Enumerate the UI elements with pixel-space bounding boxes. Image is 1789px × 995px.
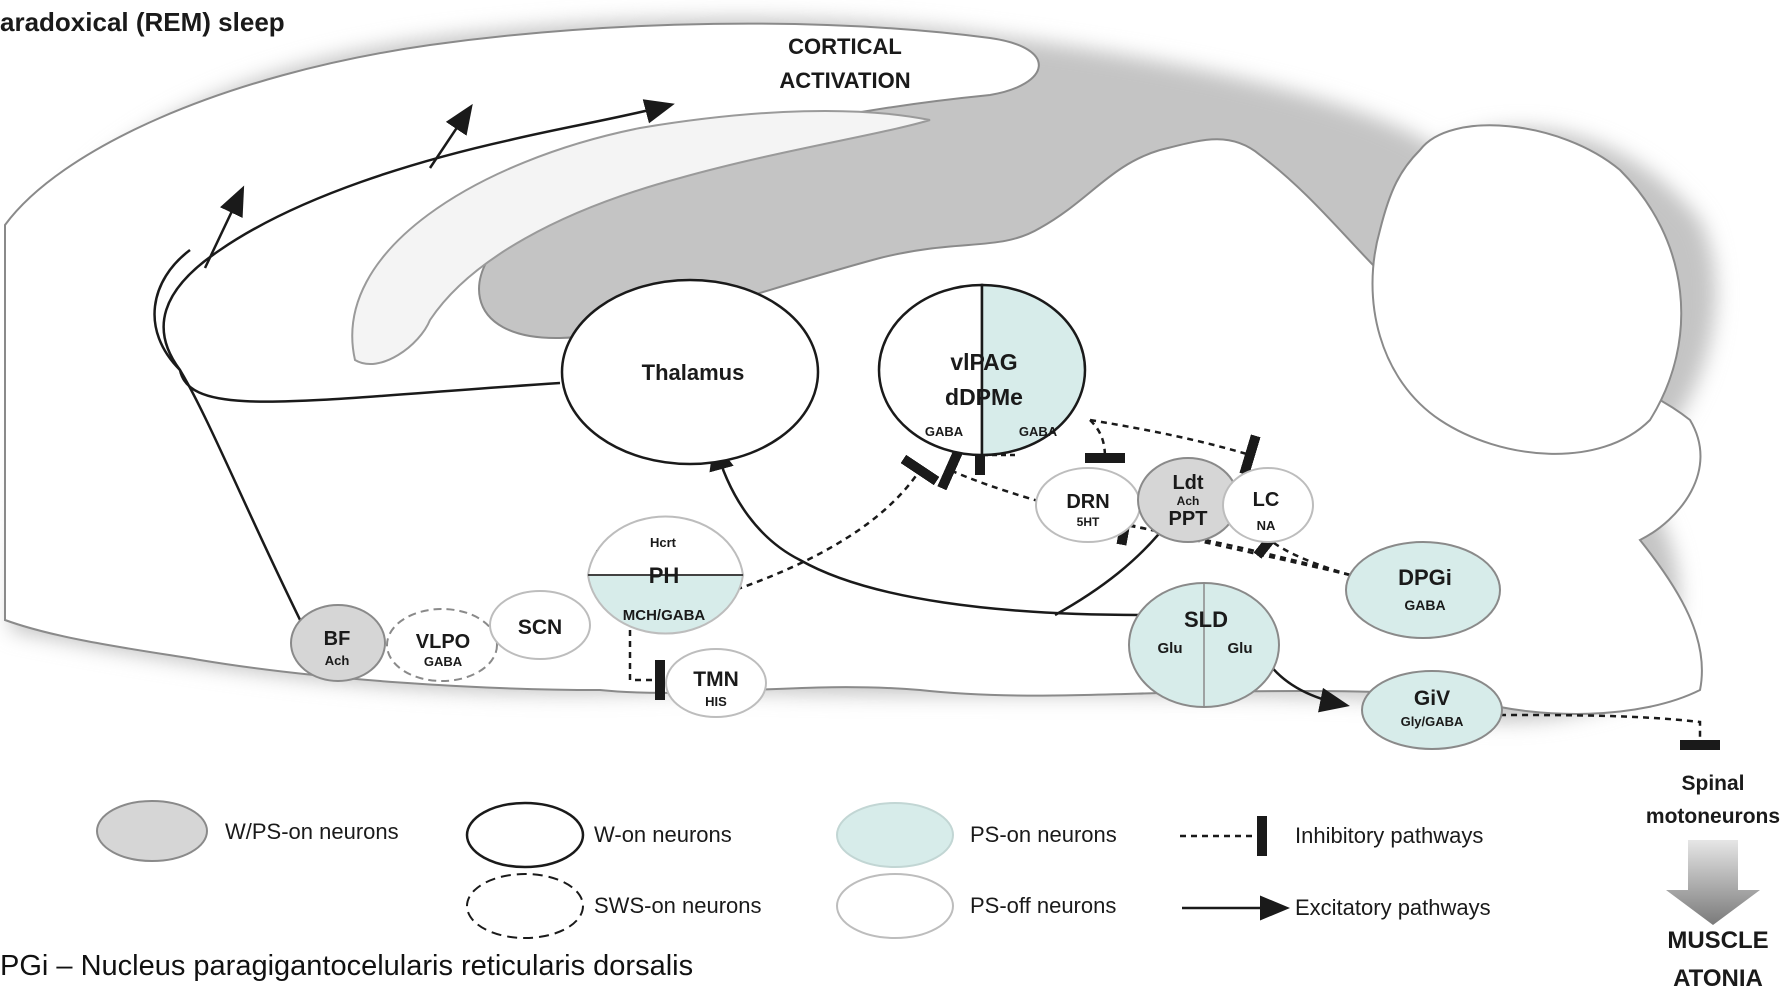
drn-label: DRN [1066,491,1109,513]
ddpme-label: dDPMe [945,384,1023,410]
dpgi-label: DPGi [1398,565,1452,590]
thalamus-label: Thalamus [642,360,745,385]
vlpo-nucleus: VLPO GABA [387,609,497,681]
giv-glygaba-label: Gly/GABA [1401,714,1464,729]
giv-nucleus: GiV Gly/GABA [1362,671,1502,749]
bf-ach-label: Ach [325,653,350,668]
ph-nucleus: Hcrt PH MCH/GABA [588,516,743,633]
cortical-label: CORTICAL [788,34,902,59]
legend-inhibitory-label: Inhibitory pathways [1295,823,1483,848]
legend-psoff-label: PS-off neurons [970,893,1116,918]
ph-label: PH [649,563,680,588]
sld-glu-right: Glu [1228,640,1253,657]
legend-psoff-swatch [837,874,953,938]
ph-mch-label: MCH/GABA [623,607,706,624]
ppt-label: PPT [1169,508,1208,530]
legend-pson-swatch [837,803,953,867]
vlpo-label: VLPO [416,631,470,653]
vlpag-gaba-left: GABA [925,424,964,439]
legend-wps-label: W/PS-on neurons [225,819,399,844]
motoneurons-label: motoneurons [1646,805,1780,828]
legend: W/PS-on neurons W-on neurons SWS-on neur… [97,801,1491,938]
drn-nucleus: DRN 5HT [1036,468,1140,542]
bf-nucleus: BF Ach [291,605,385,681]
sld-label: SLD [1184,607,1228,632]
muscle-label: MUSCLE [1667,927,1768,954]
legend-swson-label: SWS-on neurons [594,893,762,918]
legend-won-swatch [467,803,583,867]
ph-hcrt-label: Hcrt [650,535,677,550]
activation-label: ACTIVATION [779,68,910,93]
sld-nucleus: SLD Glu Glu [1129,583,1279,707]
legend-wps-swatch [97,801,207,861]
tmn-nucleus: TMN HIS [666,649,766,717]
lc-na-label: NA [1257,518,1276,533]
scn-nucleus: SCN [490,591,590,659]
dpgi-gaba-label: GABA [1404,597,1445,613]
ldt-label: Ldt [1172,472,1203,494]
vlpag-nucleus: vlPAG dDPMe GABA GABA [879,285,1085,455]
lc-nucleus: LC NA [1223,468,1313,542]
bf-label: BF [324,628,351,650]
tmn-his-label: HIS [705,694,727,709]
lc-label: LC [1253,489,1280,511]
vlpag-gaba-right: GABA [1019,424,1058,439]
scn-label: SCN [518,616,562,639]
dpgi-nucleus: DPGi GABA [1346,542,1500,638]
sld-glu-left: Glu [1158,640,1183,657]
footnote: PGi – Nucleus paragigantocelularis retic… [0,950,693,983]
spinal-label: Spinal [1681,772,1744,795]
atonia-label: ATONIA [1673,965,1763,992]
vlpo-gaba-label: GABA [424,654,463,669]
legend-excitatory-label: Excitatory pathways [1295,895,1491,920]
ldt-ach-label: Ach [1177,494,1200,508]
legend-pson-label: PS-on neurons [970,822,1117,847]
diagram-title: aradoxical (REM) sleep [0,7,285,37]
tmn-label: TMN [693,668,739,691]
legend-swson-swatch [467,874,583,938]
giv-label: GiV [1414,687,1450,710]
thalamus: Thalamus [562,280,818,464]
down-arrow-icon [1666,840,1760,925]
drn-5ht-label: 5HT [1077,515,1100,529]
vlpag-label: vlPAG [950,349,1017,375]
legend-won-label: W-on neurons [594,822,732,847]
